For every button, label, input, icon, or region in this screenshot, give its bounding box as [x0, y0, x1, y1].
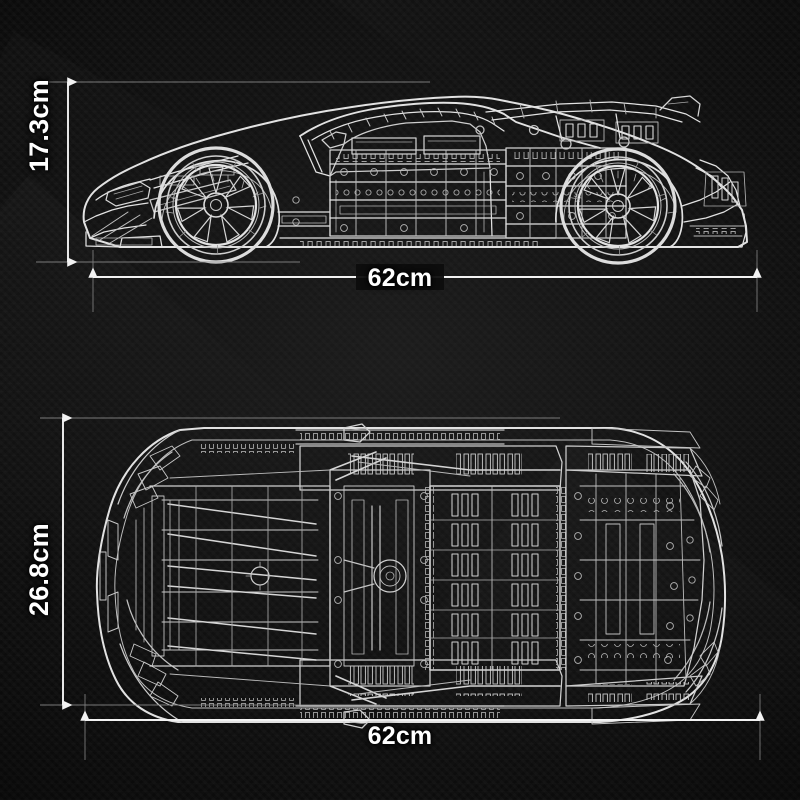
dimension-label-length-side: 62cm: [367, 264, 433, 292]
extension-lines-top: [40, 417, 761, 760]
extension-lines-side: [36, 81, 758, 312]
dimension-label-height: 17.3cm: [24, 79, 54, 172]
dimension-label-length-top: 62cm: [367, 722, 433, 750]
dimension-label-depth: 26.8cm: [24, 523, 54, 616]
